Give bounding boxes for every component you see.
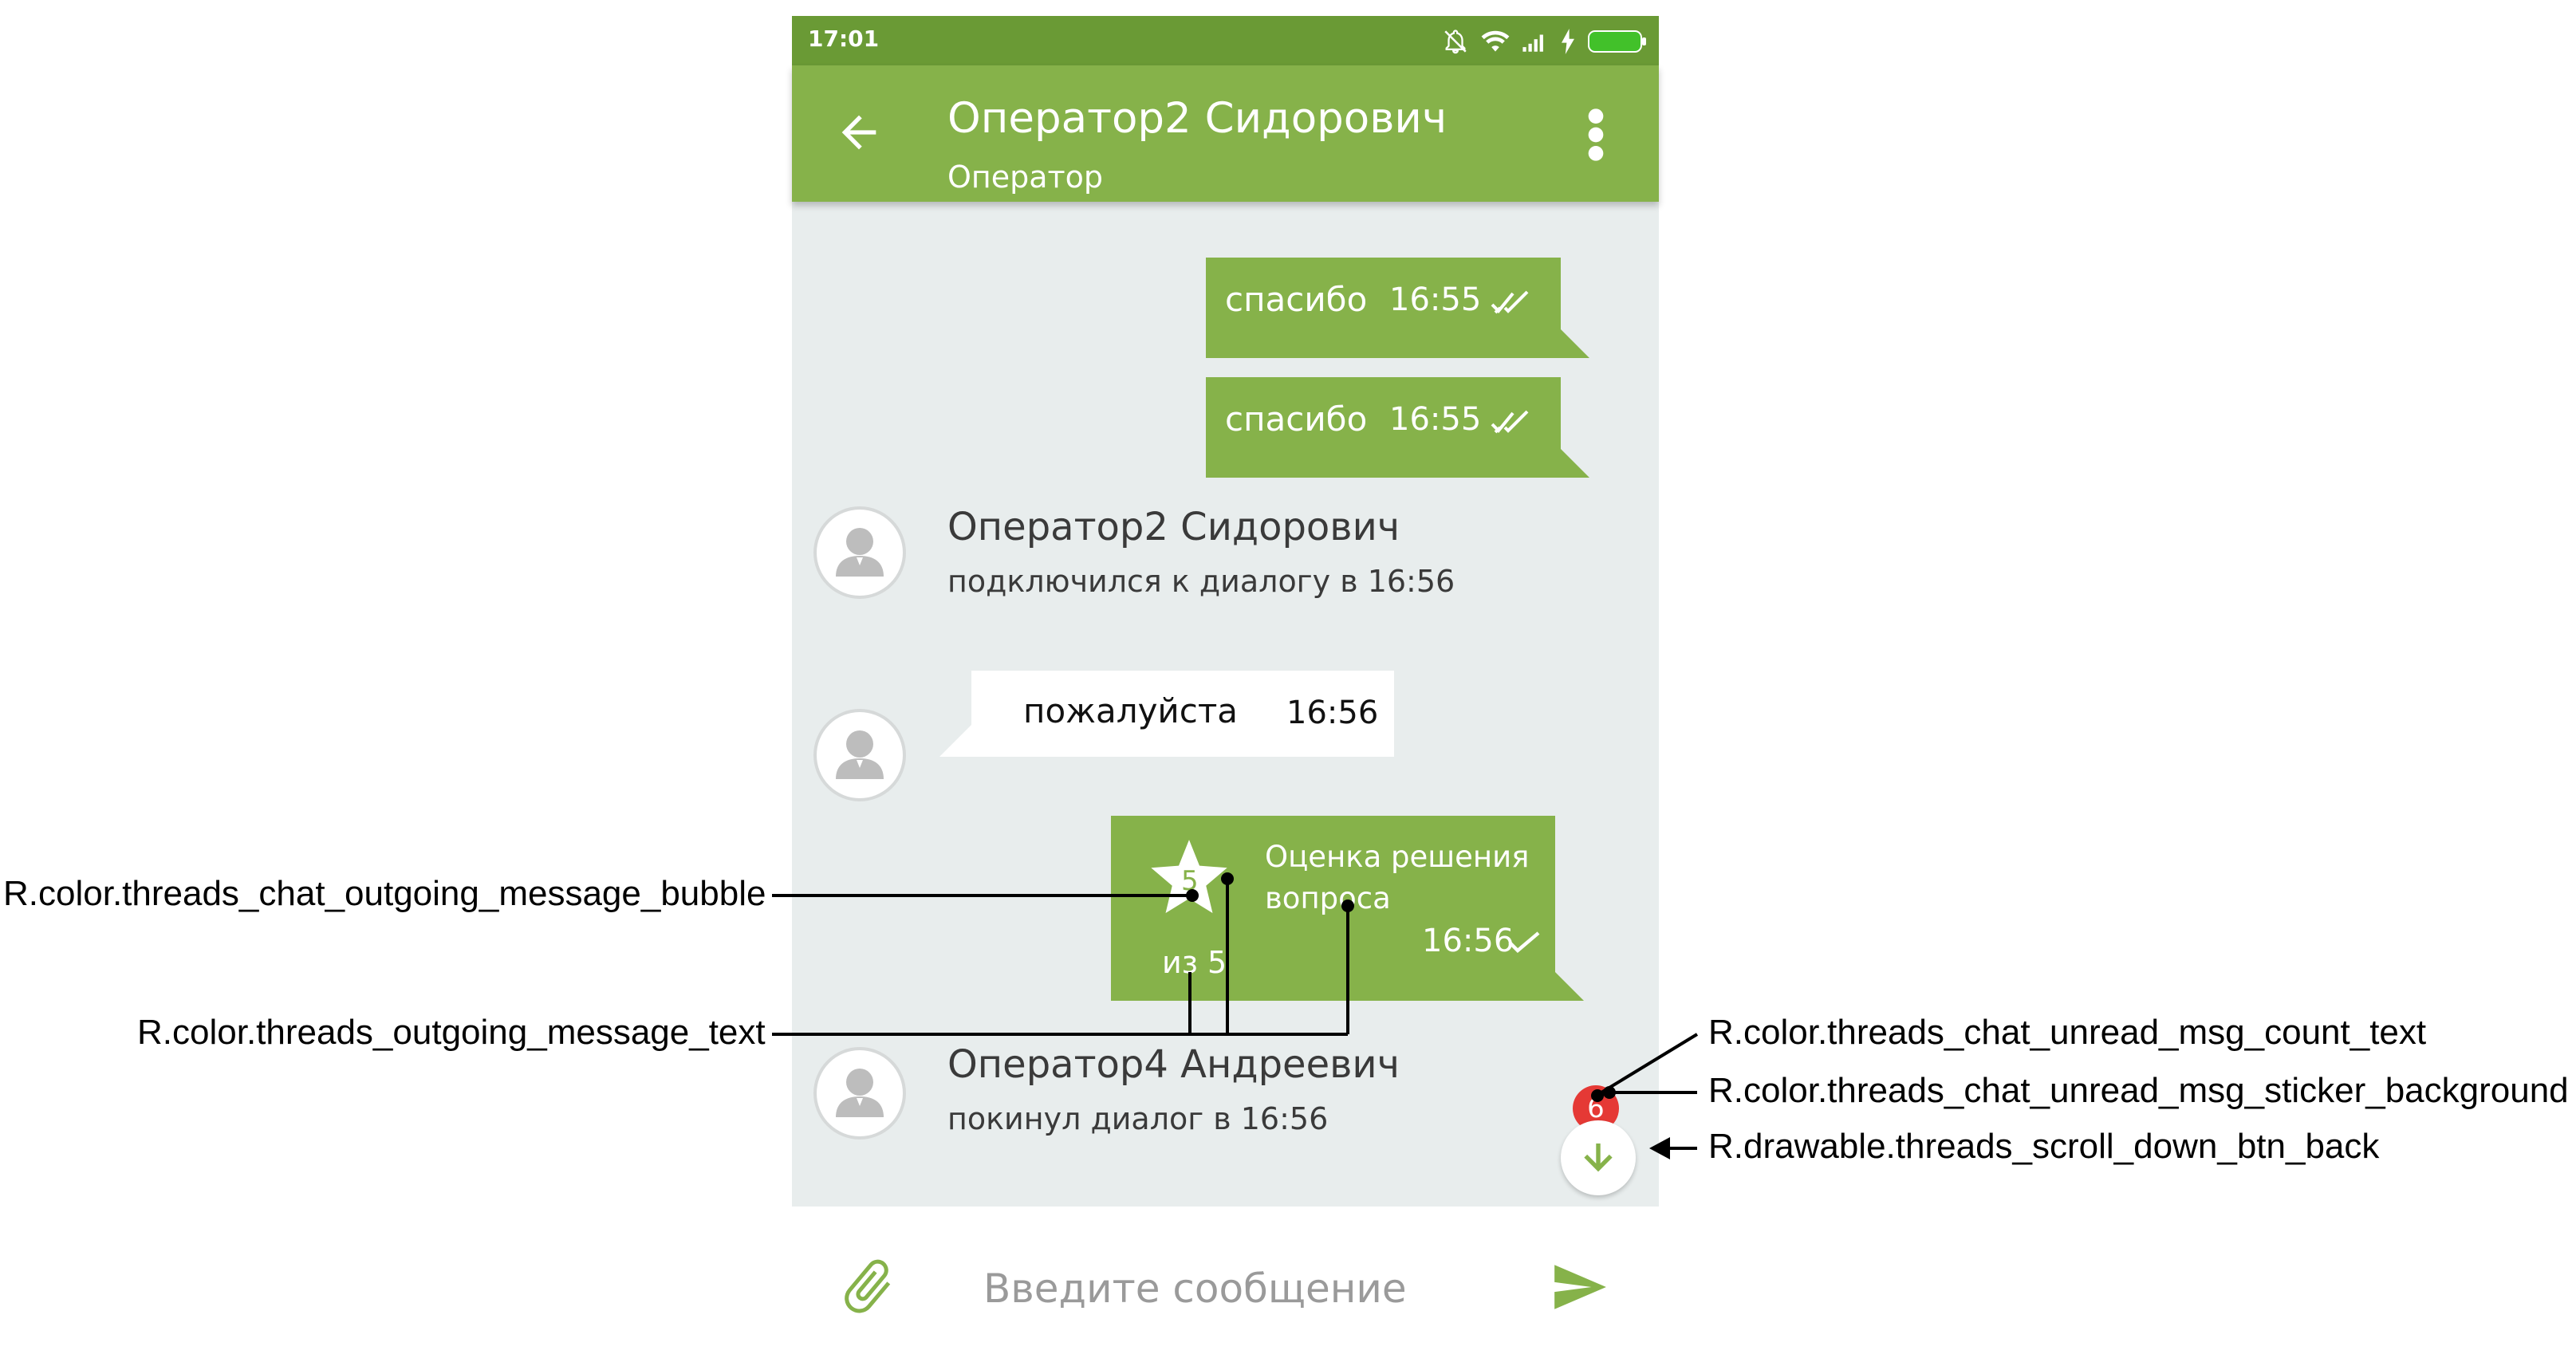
message-input[interactable]: Введите сообщение xyxy=(983,1266,1407,1312)
person-icon xyxy=(836,1069,884,1117)
attach-icon[interactable] xyxy=(836,1254,900,1318)
person-icon xyxy=(836,528,884,577)
message-time: 16:55 xyxy=(1389,401,1482,438)
send-icon[interactable] xyxy=(1550,1258,1609,1317)
status-time: 17:01 xyxy=(808,26,880,52)
rating-text: Оценка решения вопроса xyxy=(1265,840,1530,915)
back-arrow-icon[interactable] xyxy=(833,107,884,158)
annotation-label: R.color.threads_chat_unread_msg_count_te… xyxy=(1708,1013,2427,1052)
system-message-name: Оператор2 Сидорович xyxy=(947,505,1400,549)
message-text: спасибо xyxy=(1225,280,1368,319)
system-message-name: Оператор4 Андреевич xyxy=(947,1042,1400,1087)
arrow-down-icon xyxy=(1584,1144,1613,1172)
toolbar-title: Оператор2 Сидорович xyxy=(947,94,1448,143)
rating-message[interactable]: 5 из 5 Оценка решения вопроса 16:56 xyxy=(1111,816,1584,1001)
status-icons xyxy=(1442,26,1648,57)
check-icon xyxy=(1508,931,1540,953)
avatar xyxy=(813,506,906,599)
status-bar: 17:01 xyxy=(792,16,1659,65)
annotation-label: R.color.threads_outgoing_message_text xyxy=(137,1013,766,1052)
charging-icon xyxy=(1562,29,1574,54)
chat-list[interactable]: спасибо 16:55 спасибо 16:55 Оператор2 Си xyxy=(792,202,1659,1207)
person-icon xyxy=(836,730,884,779)
rating-score: 5 xyxy=(1181,865,1199,897)
unread-count: 6 xyxy=(1587,1092,1605,1124)
message-time: 16:56 xyxy=(1422,923,1514,959)
bubble-tail xyxy=(1561,449,1589,478)
outgoing-message[interactable]: спасибо 16:55 xyxy=(1206,258,1589,358)
wifi-icon xyxy=(1481,30,1510,52)
toolbar: Оператор2 Сидорович Оператор xyxy=(792,65,1659,202)
message-text: спасибо xyxy=(1225,400,1368,439)
message-time: 16:56 xyxy=(1286,695,1379,731)
annotation-label: R.drawable.threads_scroll_down_btn_back xyxy=(1708,1127,2380,1166)
system-message-text: покинул диалог в 16:56 xyxy=(947,1101,1329,1136)
scroll-down-button[interactable] xyxy=(1561,1120,1636,1195)
message-time: 16:55 xyxy=(1389,281,1482,318)
incoming-message[interactable]: пожалуйста 16:56 xyxy=(939,671,1394,757)
avatar xyxy=(813,709,906,801)
phone-screen: 17:01 Оператор2 С xyxy=(792,16,1659,1362)
bubble-tail xyxy=(1561,329,1589,358)
double-check-icon xyxy=(1491,290,1529,314)
outgoing-message[interactable]: спасибо 16:55 xyxy=(1206,377,1589,478)
battery-icon xyxy=(1588,30,1646,53)
message-text: пожалуйста xyxy=(1023,691,1239,730)
system-message-text: подключился к диалогу в 16:56 xyxy=(947,564,1455,599)
signal-icon xyxy=(1522,34,1543,52)
rating-of-text: из 5 xyxy=(1162,945,1227,980)
mute-icon xyxy=(1444,30,1467,54)
double-check-icon xyxy=(1491,410,1529,434)
more-vert-icon[interactable] xyxy=(1584,107,1608,163)
bubble-tail xyxy=(1555,972,1584,1001)
annotation-label: R.color.threads_chat_unread_msg_sticker_… xyxy=(1708,1071,2569,1110)
annotation-label: R.color.threads_chat_outgoing_message_bu… xyxy=(3,874,766,913)
bubble-tail xyxy=(939,725,971,757)
toolbar-subtitle: Оператор xyxy=(947,159,1104,195)
input-bar: Введите сообщение xyxy=(792,1207,1659,1362)
avatar xyxy=(813,1047,906,1140)
